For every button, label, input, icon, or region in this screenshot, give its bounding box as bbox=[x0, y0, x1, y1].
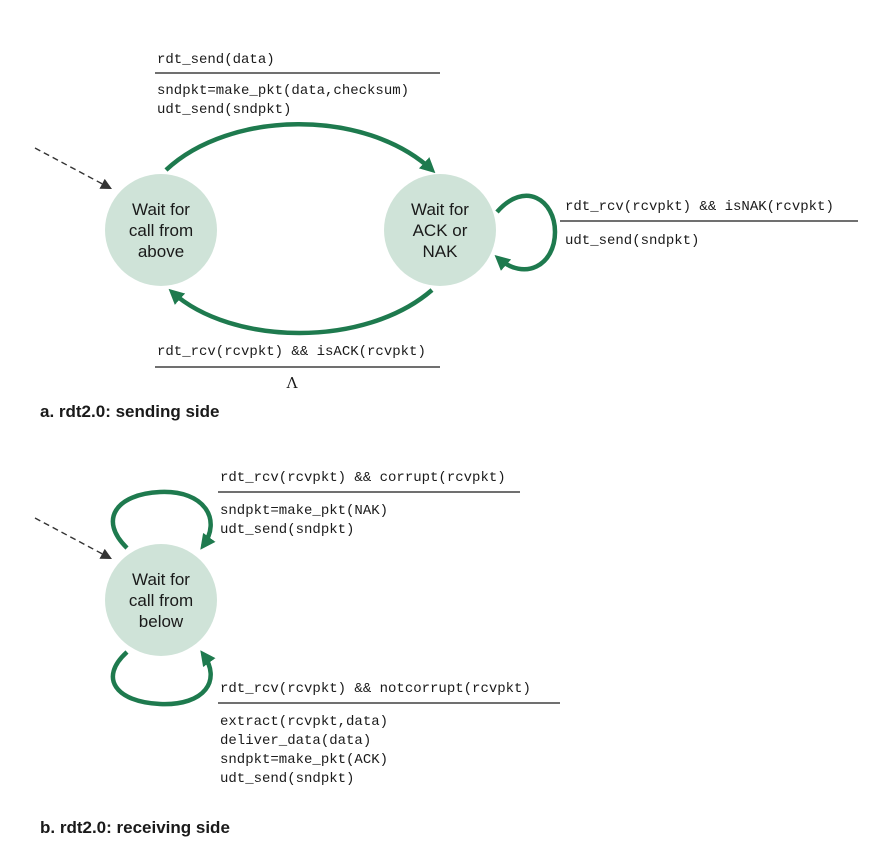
lambda-symbol: Λ bbox=[286, 374, 298, 392]
caption-sending-side: a. rdt2.0: sending side bbox=[40, 402, 220, 421]
transition-event: rdt_send(data) bbox=[157, 52, 275, 68]
transition-arrow-corrupt-loop bbox=[110, 489, 216, 550]
state-label-line: call from bbox=[129, 591, 193, 610]
transition-action: sndpkt=make_pkt(ACK) bbox=[220, 752, 388, 768]
sending-side: Wait for call from above Wait for ACK or… bbox=[34, 52, 858, 421]
transition-action: sndpkt=make_pkt(data,checksum) bbox=[157, 83, 409, 99]
transition-action: udt_send(sndpkt) bbox=[565, 233, 699, 249]
state-label-line: below bbox=[139, 612, 184, 631]
initial-state-arrow bbox=[34, 517, 112, 560]
state-label-line: NAK bbox=[423, 242, 459, 261]
state-wait-call-above: Wait for call from above bbox=[105, 174, 217, 286]
state-label-line: Wait for bbox=[411, 200, 469, 219]
transition-arrow-nak-loop bbox=[494, 193, 558, 272]
transition-arrow-send bbox=[164, 122, 436, 174]
state-circle bbox=[105, 174, 217, 286]
caption-receiving-side: b. rdt2.0: receiving side bbox=[40, 818, 230, 837]
receiving-side: Wait for call from below rdt_rcv(rcvpkt)… bbox=[34, 470, 560, 837]
transition-action: udt_send(sndpkt) bbox=[157, 102, 291, 118]
state-wait-call-below: Wait for call from below bbox=[105, 544, 217, 656]
state-circle bbox=[105, 544, 217, 656]
transition-arrow-ack bbox=[168, 288, 434, 336]
transition-action: extract(rcvpkt,data) bbox=[220, 714, 388, 730]
transition-arrow-notcorrupt-loop bbox=[110, 650, 216, 707]
transition-action: sndpkt=make_pkt(NAK) bbox=[220, 503, 388, 519]
state-wait-ack-nak: Wait for ACK or NAK bbox=[384, 174, 496, 286]
transition-event: rdt_rcv(rcvpkt) && notcorrupt(rcvpkt) bbox=[220, 681, 531, 697]
transition-action: deliver_data(data) bbox=[220, 733, 371, 749]
transition-action: udt_send(sndpkt) bbox=[220, 771, 354, 787]
state-label-line: Wait for bbox=[132, 570, 190, 589]
transition-event: rdt_rcv(rcvpkt) && isNAK(rcvpkt) bbox=[565, 199, 834, 215]
state-label-line: call from bbox=[129, 221, 193, 240]
state-label-line: Wait for bbox=[132, 200, 190, 219]
state-label-line: above bbox=[138, 242, 184, 261]
initial-state-arrow bbox=[34, 147, 112, 190]
state-circle bbox=[384, 174, 496, 286]
transition-action: udt_send(sndpkt) bbox=[220, 522, 354, 538]
state-label-line: ACK or bbox=[413, 221, 468, 240]
transition-event: rdt_rcv(rcvpkt) && corrupt(rcvpkt) bbox=[220, 470, 506, 486]
transition-event: rdt_rcv(rcvpkt) && isACK(rcvpkt) bbox=[157, 344, 426, 360]
